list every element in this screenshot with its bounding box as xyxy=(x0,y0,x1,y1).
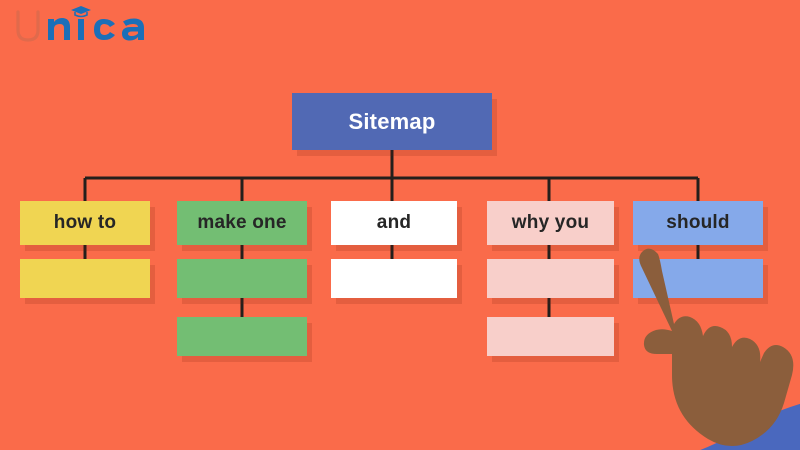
node-why-you[interactable]: why you xyxy=(487,201,614,245)
node-make-one-child-2[interactable] xyxy=(177,317,307,356)
node-how-to-child-1[interactable] xyxy=(20,259,150,298)
node-make-one-child-1[interactable] xyxy=(177,259,307,298)
graduation-cap-icon xyxy=(71,6,91,18)
node-and-child-1[interactable] xyxy=(331,259,457,298)
node-sitemap-root[interactable]: Sitemap xyxy=(292,93,492,150)
hand-shape xyxy=(639,248,794,447)
node-and[interactable]: and xyxy=(331,201,457,245)
node-should[interactable]: should xyxy=(633,201,763,245)
node-how-to[interactable]: how to xyxy=(20,201,150,245)
node-make-one[interactable]: make one xyxy=(177,201,307,245)
node-why-you-child-2[interactable] xyxy=(487,317,614,356)
pointing-hand-icon xyxy=(639,248,800,450)
unica-logo[interactable] xyxy=(10,2,180,48)
node-why-you-child-1[interactable] xyxy=(487,259,614,298)
